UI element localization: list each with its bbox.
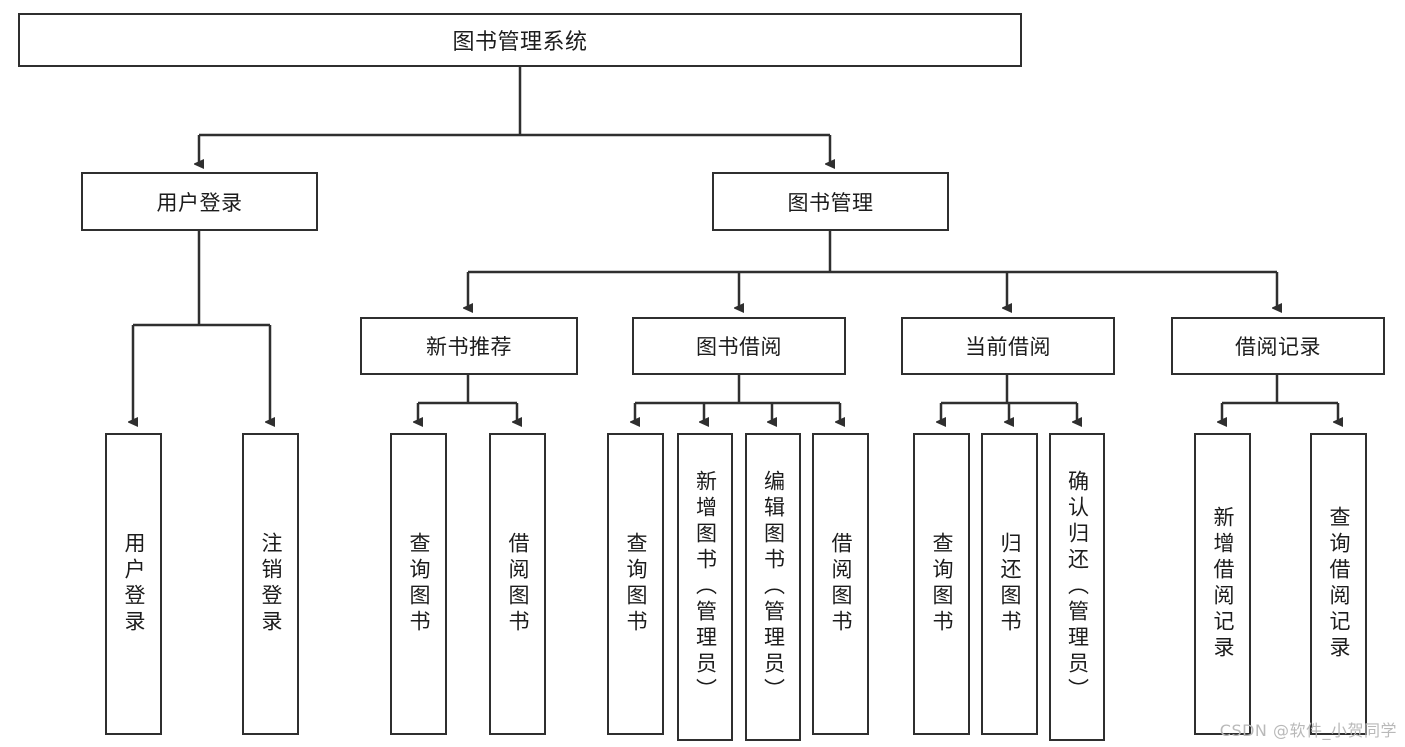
node-leaf-query-book-1-label: 查询图书 bbox=[407, 532, 432, 636]
node-leaf-borrow-book-1[interactable]: 借阅图书 bbox=[489, 433, 546, 735]
watermark: CSDN @软件_小贺同学 bbox=[1219, 721, 1397, 740]
node-leaf-borrow-book-2-label: 借阅图书 bbox=[829, 532, 854, 636]
node-new-book-recommend-label: 新书推荐 bbox=[426, 335, 512, 359]
node-book-borrow[interactable]: 图书借阅 bbox=[632, 317, 846, 375]
node-leaf-logout-login-label: 注销登录 bbox=[259, 532, 284, 636]
node-borrow-record-label: 借阅记录 bbox=[1235, 335, 1321, 359]
node-root-label: 图书管理系统 bbox=[452, 30, 588, 55]
node-leaf-add-record-label: 新增借阅记录 bbox=[1211, 506, 1236, 662]
node-current-borrow-label: 当前借阅 bbox=[965, 335, 1051, 359]
node-book-borrow-label: 图书借阅 bbox=[696, 335, 782, 359]
node-new-book-recommend[interactable]: 新书推荐 bbox=[360, 317, 578, 375]
node-leaf-borrow-book-1-label: 借阅图书 bbox=[506, 532, 531, 636]
node-book-management-label: 图书管理 bbox=[787, 190, 874, 215]
node-leaf-query-book-3[interactable]: 查询图书 bbox=[913, 433, 970, 735]
node-leaf-query-book-2-label: 查询图书 bbox=[624, 532, 649, 636]
node-leaf-add-book[interactable]: 新增图书（管理员） bbox=[677, 433, 733, 741]
node-leaf-query-book-2[interactable]: 查询图书 bbox=[607, 433, 664, 735]
node-user-login-label: 用户登录 bbox=[156, 190, 243, 215]
node-leaf-user-login[interactable]: 用户登录 bbox=[105, 433, 162, 735]
node-book-management[interactable]: 图书管理 bbox=[712, 172, 949, 231]
node-leaf-query-record[interactable]: 查询借阅记录 bbox=[1310, 433, 1367, 735]
node-root[interactable]: 图书管理系统 bbox=[18, 13, 1022, 67]
node-leaf-query-record-label: 查询借阅记录 bbox=[1327, 506, 1352, 662]
node-leaf-confirm-return[interactable]: 确认归还（管理员） bbox=[1049, 433, 1105, 741]
node-leaf-logout-login[interactable]: 注销登录 bbox=[242, 433, 299, 735]
node-leaf-edit-book-label: 编辑图书（管理员） bbox=[761, 470, 786, 704]
node-leaf-add-record[interactable]: 新增借阅记录 bbox=[1194, 433, 1251, 735]
node-leaf-query-book-1[interactable]: 查询图书 bbox=[390, 433, 447, 735]
node-leaf-return-book-label: 归还图书 bbox=[998, 532, 1023, 636]
node-leaf-confirm-return-label: 确认归还（管理员） bbox=[1065, 470, 1090, 704]
node-leaf-borrow-book-2[interactable]: 借阅图书 bbox=[812, 433, 869, 735]
node-user-login[interactable]: 用户登录 bbox=[81, 172, 318, 231]
node-leaf-user-login-label: 用户登录 bbox=[122, 532, 147, 636]
node-leaf-add-book-label: 新增图书（管理员） bbox=[693, 470, 718, 704]
node-leaf-return-book[interactable]: 归还图书 bbox=[981, 433, 1038, 735]
node-current-borrow[interactable]: 当前借阅 bbox=[901, 317, 1115, 375]
node-leaf-query-book-3-label: 查询图书 bbox=[930, 532, 955, 636]
node-borrow-record[interactable]: 借阅记录 bbox=[1171, 317, 1385, 375]
node-leaf-edit-book[interactable]: 编辑图书（管理员） bbox=[745, 433, 801, 741]
